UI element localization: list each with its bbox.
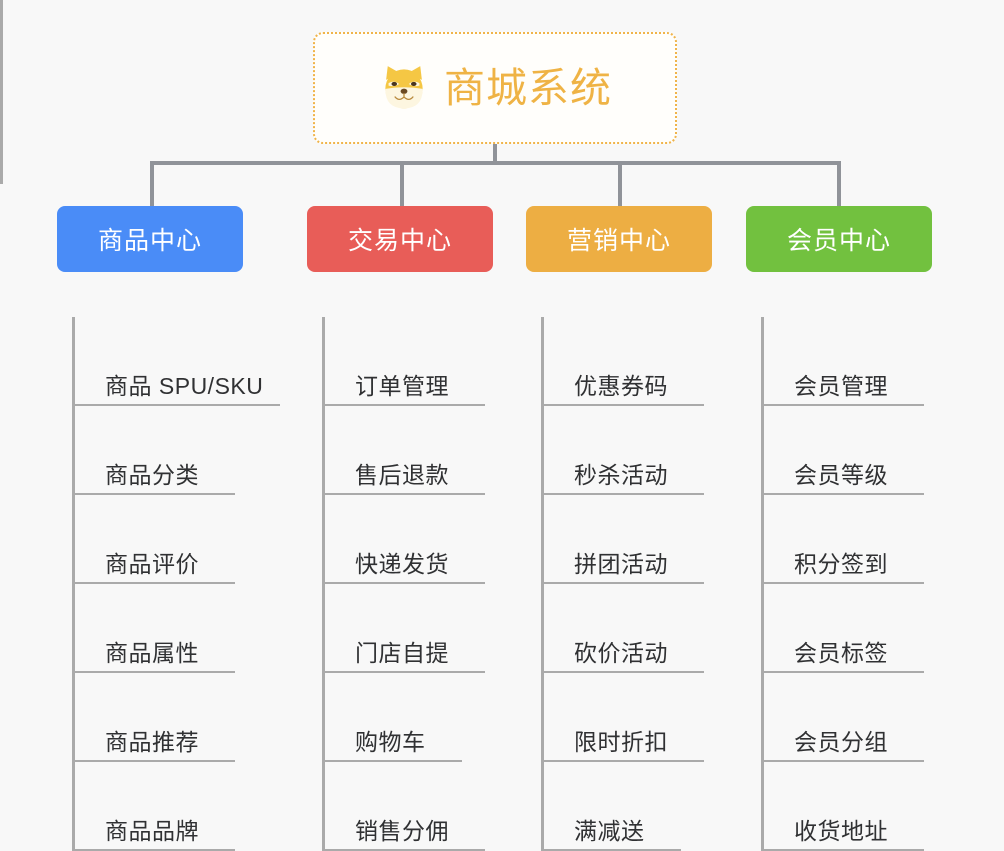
leaf-label: 拼团活动 [574, 551, 668, 578]
leaf-item[interactable]: 商品品牌 [75, 762, 235, 851]
connector-drop-3 [618, 161, 622, 208]
leaf-item[interactable]: 销售分佣 [325, 762, 485, 851]
connector-root-stem [493, 144, 497, 164]
connector-branch-stem-3 [0, 92, 3, 138]
category-box-product-center[interactable]: 商品中心 [57, 206, 243, 272]
leaf-item[interactable]: 积分签到 [764, 495, 924, 584]
connector-horizontal-bar [150, 161, 840, 165]
leaf-label: 商品分类 [105, 462, 199, 489]
leaf-label: 会员管理 [794, 373, 888, 400]
leaf-label: 商品 SPU/SKU [105, 373, 264, 400]
category-box-member-center[interactable]: 会员中心 [746, 206, 932, 272]
leaf-label: 售后退款 [355, 462, 449, 489]
leaf-item[interactable]: 拼团活动 [544, 495, 704, 584]
leaf-item[interactable]: 快递发货 [325, 495, 485, 584]
leaf-label: 满减送 [574, 818, 645, 845]
leaf-item[interactable]: 商品评价 [75, 495, 235, 584]
leaf-label: 销售分佣 [355, 818, 449, 845]
leaf-item[interactable]: 砍价活动 [544, 584, 704, 673]
leaf-item[interactable]: 门店自提 [325, 584, 485, 673]
leaf-label: 订单管理 [355, 373, 449, 400]
leaf-label: 优惠券码 [574, 373, 668, 400]
branch-marketing-center: 营销中心 优惠券码 秒杀活动 拼团活动 砍价活动 限时折扣 满减送 [526, 206, 712, 851]
leaf-item[interactable]: 商品分类 [75, 406, 235, 495]
category-label: 交易中心 [347, 227, 452, 255]
leaf-list-marketing-center: 优惠券码 秒杀活动 拼团活动 砍价活动 限时折扣 满减送 [541, 317, 704, 851]
category-label: 商品中心 [97, 227, 202, 255]
leaf-item[interactable]: 会员分组 [764, 673, 924, 762]
leaf-label: 砍价活动 [574, 640, 668, 667]
leaf-label: 商品品牌 [105, 818, 199, 845]
leaf-item[interactable]: 会员等级 [764, 406, 924, 495]
leaf-label: 门店自提 [355, 640, 449, 667]
leaf-label: 限时折扣 [574, 729, 668, 756]
connector-drop-2 [400, 161, 404, 208]
leaf-item[interactable]: 会员标签 [764, 584, 924, 673]
leaf-item[interactable]: 优惠券码 [544, 317, 704, 406]
category-label: 会员中心 [786, 227, 891, 255]
leaf-label: 秒杀活动 [574, 462, 668, 489]
leaf-item[interactable]: 商品推荐 [75, 673, 235, 762]
leaf-label: 会员分组 [794, 729, 888, 756]
leaf-label: 商品属性 [105, 640, 199, 667]
root-node[interactable]: 商城系统 [313, 32, 677, 144]
leaf-label: 会员等级 [794, 462, 888, 489]
category-box-trade-center[interactable]: 交易中心 [307, 206, 493, 272]
connector-drop-1 [150, 161, 154, 208]
category-box-marketing-center[interactable]: 营销中心 [526, 206, 712, 272]
leaf-list-trade-center: 订单管理 售后退款 快递发货 门店自提 购物车 销售分佣 [322, 317, 485, 851]
shiba-dog-icon [385, 66, 423, 109]
leaf-label: 收货地址 [794, 818, 888, 845]
connector-branch-stem-1 [0, 0, 3, 46]
leaf-item[interactable]: 商品 SPU/SKU [75, 317, 280, 406]
leaf-list-member-center: 会员管理 会员等级 积分签到 会员标签 会员分组 收货地址 [761, 317, 924, 851]
connector-branch-stem-2 [0, 46, 3, 92]
leaf-item[interactable]: 秒杀活动 [544, 406, 704, 495]
leaf-item[interactable]: 限时折扣 [544, 673, 704, 762]
leaf-label: 会员标签 [794, 640, 888, 667]
branch-trade-center: 交易中心 订单管理 售后退款 快递发货 门店自提 购物车 销售分佣 [307, 206, 493, 851]
leaf-label: 积分签到 [794, 551, 888, 578]
branch-product-center: 商品中心 商品 SPU/SKU 商品分类 商品评价 商品属性 商品推荐 商品品牌 [57, 206, 280, 851]
leaf-item[interactable]: 订单管理 [325, 317, 485, 406]
leaf-label: 购物车 [355, 729, 426, 756]
leaf-list-product-center: 商品 SPU/SKU 商品分类 商品评价 商品属性 商品推荐 商品品牌 [72, 317, 280, 851]
leaf-item[interactable]: 购物车 [325, 673, 462, 762]
connector-drop-4 [837, 161, 841, 208]
root-title: 商城系统 [444, 64, 612, 111]
connector-branch-stem-4 [0, 138, 3, 184]
leaf-label: 快递发货 [355, 551, 449, 578]
leaf-item[interactable]: 商品属性 [75, 584, 235, 673]
leaf-item[interactable]: 满减送 [544, 762, 681, 851]
category-label: 营销中心 [566, 227, 671, 255]
leaf-item[interactable]: 收货地址 [764, 762, 924, 851]
leaf-label: 商品推荐 [105, 729, 199, 756]
leaf-item[interactable]: 会员管理 [764, 317, 924, 406]
branch-member-center: 会员中心 会员管理 会员等级 积分签到 会员标签 会员分组 收货地址 [746, 206, 932, 851]
leaf-label: 商品评价 [105, 551, 199, 578]
leaf-item[interactable]: 售后退款 [325, 406, 485, 495]
